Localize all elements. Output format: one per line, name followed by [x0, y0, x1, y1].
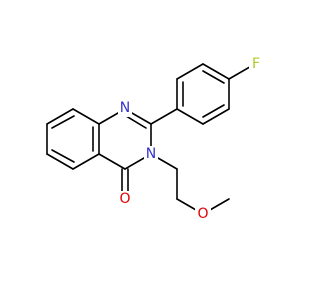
oxygen-atom-carbonyl: O — [117, 191, 133, 207]
bond — [72, 108, 100, 125]
bond — [98, 153, 126, 170]
atom-label-oxygen-ether: O — [197, 206, 208, 222]
bond — [176, 108, 204, 125]
bond — [46, 153, 74, 170]
bond — [202, 70, 225, 84]
bond — [72, 153, 100, 170]
nitrogen-atom-n3: N — [144, 146, 158, 162]
atom-label-fluorine: F — [252, 56, 260, 72]
bond — [202, 108, 230, 125]
atom-label-nitrogen-n3: N — [146, 146, 156, 162]
atom-labels: F N N O O — [117, 56, 262, 222]
nitrogen-atom-n1: N — [118, 100, 132, 117]
bond — [51, 115, 75, 129]
bond — [202, 63, 230, 80]
fluorine-atom: F — [249, 56, 262, 72]
bond — [176, 63, 204, 80]
bond — [51, 149, 75, 163]
bond — [125, 115, 147, 129]
oxygen-atom-ether: O — [195, 206, 211, 222]
atom-label-nitrogen-n1: N — [120, 100, 130, 116]
atom-label-oxygen-carbonyl: O — [119, 191, 130, 207]
bond — [150, 108, 178, 125]
bond — [202, 104, 225, 118]
bonds — [46, 63, 256, 215]
bond — [46, 108, 74, 125]
molecule-structure-diagram: F N N O O — [46, 56, 262, 222]
